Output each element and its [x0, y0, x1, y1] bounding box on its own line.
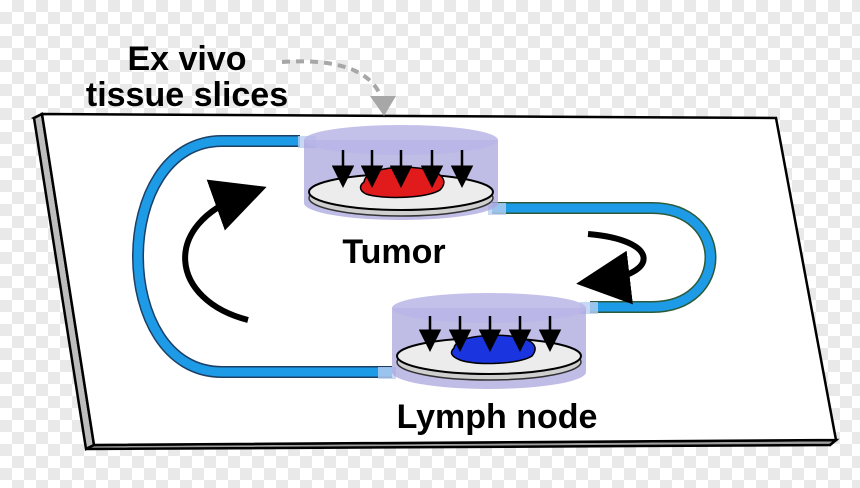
pointer-arrow-head [370, 96, 396, 116]
tumor-chamber [298, 125, 506, 220]
lymph-node-chamber [378, 293, 598, 389]
tubing [132, 135, 717, 378]
flow-arrow-right [576, 231, 647, 305]
label-tissue-slices: tissue slices [86, 76, 288, 114]
label-ex-vivo: Ex vivo [127, 40, 246, 78]
label-tumor: Tumor [342, 233, 445, 271]
lymph-tissue [450, 334, 536, 365]
pointer-arrow-dashed [281, 59, 384, 101]
label-lymph-node: Lymph node [397, 398, 598, 436]
flow-arrow-left [182, 179, 267, 323]
